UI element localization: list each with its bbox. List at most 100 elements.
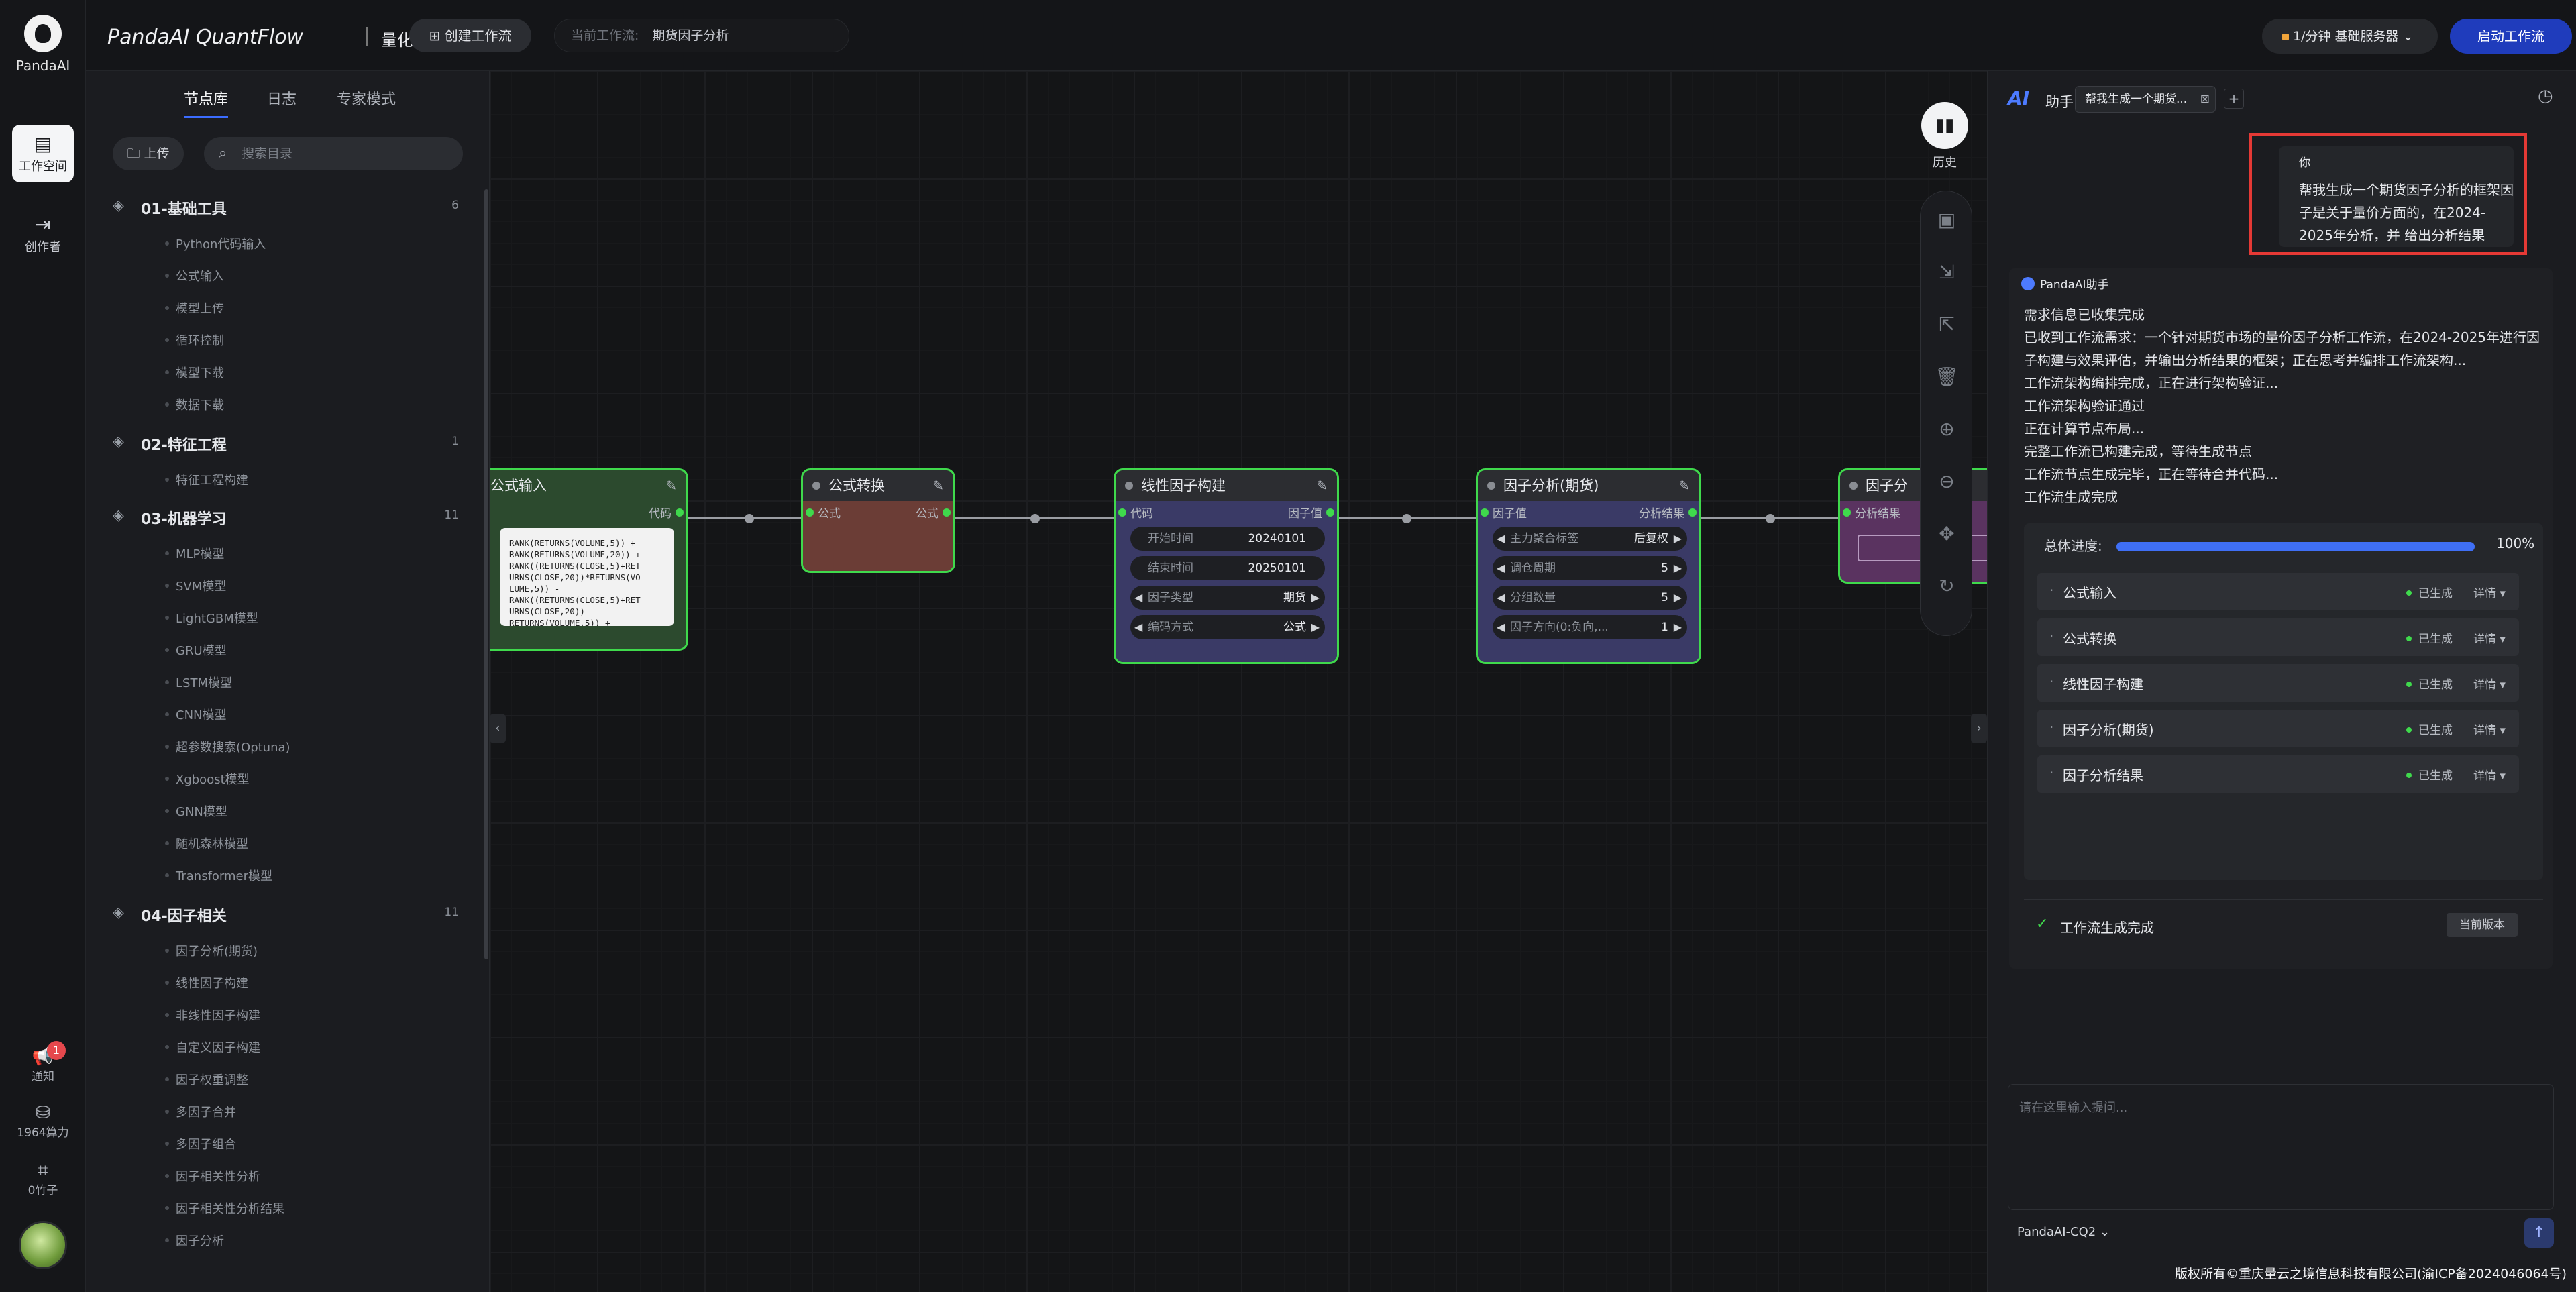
category-machine-learning[interactable]: ◈ 03-机器学习 11: [113, 507, 464, 531]
list-item[interactable]: CNN模型: [165, 706, 227, 723]
step-detail-toggle[interactable]: 详情 ▾: [2473, 724, 2506, 737]
current-workflow-field[interactable]: 当前工作流:期货因子分析: [554, 19, 849, 52]
step-row[interactable]: 因子分析结果 已生成 详情 ▾: [2037, 755, 2519, 793]
node-linear-factor[interactable]: 线性因子构建 ✎ 代码 因子值 开始时间 20240101 结束时间 20250…: [1114, 468, 1339, 664]
output-port[interactable]: [1688, 508, 1697, 517]
save-icon[interactable]: ▣: [1937, 209, 1956, 231]
send-button[interactable]: ↑: [2524, 1218, 2554, 1248]
input-port[interactable]: [1843, 508, 1851, 517]
step-detail-toggle[interactable]: 详情 ▾: [2473, 587, 2506, 600]
pandaai-logo[interactable]: PandaAI: [0, 15, 86, 74]
encoding-select[interactable]: 编码方式 公式: [1130, 615, 1325, 639]
node-header[interactable]: 因子分析(期货) ✎: [1478, 470, 1699, 501]
close-icon[interactable]: ⊠: [2200, 93, 2210, 106]
server-select[interactable]: 1/分钟 基础服务器 ⌄: [2262, 19, 2438, 54]
edit-icon[interactable]: ✎: [1678, 478, 1690, 494]
list-item[interactable]: 多因子组合: [165, 1135, 236, 1152]
history-clock-icon[interactable]: ◷: [2538, 86, 2553, 106]
list-item[interactable]: 自定义因子构建: [165, 1038, 260, 1056]
list-item[interactable]: 线性因子构建: [165, 974, 248, 991]
list-item[interactable]: 随机森林模型: [165, 835, 248, 852]
formula-code-editor[interactable]: RANK(RETURNS(VOLUME,5)) + RANK(RETURNS(V…: [500, 528, 674, 626]
list-item[interactable]: 公式输入: [165, 267, 224, 284]
output-port[interactable]: [1326, 508, 1334, 517]
factor-direction-stepper[interactable]: 因子方向(0:负向,... 1: [1493, 615, 1687, 639]
import-icon[interactable]: ⇱: [1939, 313, 1955, 335]
chat-input-field[interactable]: [2008, 1085, 2553, 1209]
step-detail-toggle[interactable]: 详情 ▾: [2473, 769, 2506, 783]
end-date-field[interactable]: 结束时间 20250101: [1130, 556, 1325, 580]
list-item[interactable]: 非线性因子构建: [165, 1006, 260, 1024]
edge-midpoint[interactable]: [1030, 514, 1040, 523]
model-select[interactable]: PandaAI-CQ2 ⌄: [2017, 1225, 2110, 1239]
list-item[interactable]: LSTM模型: [165, 674, 232, 691]
list-item[interactable]: 因子相关性分析结果: [165, 1199, 284, 1217]
list-item[interactable]: 模型上传: [165, 299, 224, 317]
input-port[interactable]: [1118, 508, 1126, 517]
coins-button[interactable]: ⌗ 0竹子: [0, 1161, 86, 1197]
library-scrollbar[interactable]: [484, 189, 488, 959]
main-contract-select[interactable]: 主力聚合标签 后复权: [1493, 527, 1687, 551]
workflow-canvas[interactable]: 公式输入 ✎ 代码 RANK(RETURNS(VOLUME,5)) + RANK…: [490, 71, 1987, 1292]
node-formula-convert[interactable]: 公式转换 ✎ 公式 公式: [801, 468, 955, 573]
list-item[interactable]: 多因子合并: [165, 1103, 236, 1120]
list-item[interactable]: 因子相关性分析: [165, 1167, 260, 1185]
tab-node-library[interactable]: 节点库: [184, 87, 229, 118]
list-item[interactable]: GNN模型: [165, 802, 227, 820]
category-feature-engineering[interactable]: ◈ 02-特征工程 1: [113, 433, 464, 457]
start-workflow-button[interactable]: 启动工作流: [2450, 19, 2572, 54]
rebalance-period-stepper[interactable]: 调仓周期 5: [1493, 556, 1687, 580]
export-icon[interactable]: ⇲: [1939, 261, 1955, 283]
list-item[interactable]: Xgboost模型: [165, 770, 250, 788]
step-detail-toggle[interactable]: 详情 ▾: [2473, 633, 2506, 646]
category-factor[interactable]: ◈ 04-因子相关 11: [113, 904, 464, 928]
list-item[interactable]: 特征工程构建: [165, 471, 248, 488]
step-detail-toggle[interactable]: 详情 ▾: [2473, 678, 2506, 692]
upload-button[interactable]: 🗀 上传: [113, 137, 184, 170]
edit-icon[interactable]: ✎: [1316, 478, 1328, 494]
list-item[interactable]: Transformer模型: [164, 867, 272, 884]
notify-button[interactable]: 📢 1 通知: [0, 1041, 86, 1083]
rail-item-creator[interactable]: ⇥ 创作者: [12, 205, 74, 263]
fit-view-icon[interactable]: ✥: [1939, 523, 1955, 545]
refresh-icon[interactable]: ↻: [1939, 575, 1955, 597]
output-port[interactable]: [676, 508, 684, 517]
output-port[interactable]: [943, 508, 951, 517]
group-count-stepper[interactable]: 分组数量 5: [1493, 586, 1687, 610]
list-item[interactable]: GRU模型: [165, 641, 227, 659]
edit-icon[interactable]: ✎: [932, 478, 944, 494]
edit-icon[interactable]: ✎: [665, 478, 677, 494]
step-row[interactable]: 公式输入 已生成 详情 ▾: [2037, 573, 2519, 610]
list-item[interactable]: 超参数搜索(Optuna): [165, 738, 290, 755]
zoom-in-icon[interactable]: ⊕: [1939, 418, 1955, 440]
chat-input[interactable]: [2008, 1084, 2554, 1210]
node-header[interactable]: 公式转换 ✎: [803, 470, 953, 501]
collapse-right-panel-button[interactable]: ›: [1971, 714, 1987, 743]
tab-expert-mode[interactable]: 专家模式: [337, 91, 396, 108]
new-chat-button[interactable]: +: [2224, 89, 2244, 109]
compute-button[interactable]: ⛁ 1964算力: [0, 1103, 86, 1140]
collapse-left-panel-button[interactable]: ‹: [490, 714, 506, 743]
list-item[interactable]: 数据下载: [165, 396, 224, 413]
step-row[interactable]: 因子分析(期货) 已生成 详情 ▾: [2037, 710, 2519, 747]
chat-tab[interactable]: 帮我生成一个期货... ⊠: [2075, 86, 2216, 113]
step-row[interactable]: 公式转换 已生成 详情 ▾: [2037, 618, 2519, 656]
step-row[interactable]: 线性因子构建 已生成 详情 ▾: [2037, 664, 2519, 702]
category-basic-tools[interactable]: ◈ 01-基础工具 6: [113, 197, 464, 221]
list-item[interactable]: 因子分析(期货): [164, 942, 258, 959]
node-factor-analysis[interactable]: 因子分析(期货) ✎ 因子值 分析结果 主力聚合标签 后复权 调仓周期 5 分组…: [1476, 468, 1701, 664]
node-header[interactable]: 线性因子构建 ✎: [1116, 470, 1337, 501]
history-button[interactable]: ▮▮: [1921, 102, 1968, 149]
input-port[interactable]: [1481, 508, 1489, 517]
avatar[interactable]: [19, 1221, 67, 1269]
list-item[interactable]: SVM模型: [164, 577, 226, 594]
trash-icon[interactable]: 🗑: [1935, 366, 1959, 388]
list-item[interactable]: 因子分析: [165, 1232, 224, 1249]
list-item[interactable]: LightGBM模型: [165, 609, 258, 627]
node-formula-input[interactable]: 公式输入 ✎ 代码 RANK(RETURNS(VOLUME,5)) + RANK…: [490, 468, 688, 651]
rail-item-workspace[interactable]: ▤ 工作空间: [12, 125, 74, 182]
zoom-out-icon[interactable]: ⊖: [1939, 470, 1955, 492]
list-item[interactable]: 因子权重调整: [165, 1071, 248, 1088]
tab-logs[interactable]: 日志: [267, 91, 297, 108]
list-item[interactable]: Python代码输入: [164, 235, 266, 252]
